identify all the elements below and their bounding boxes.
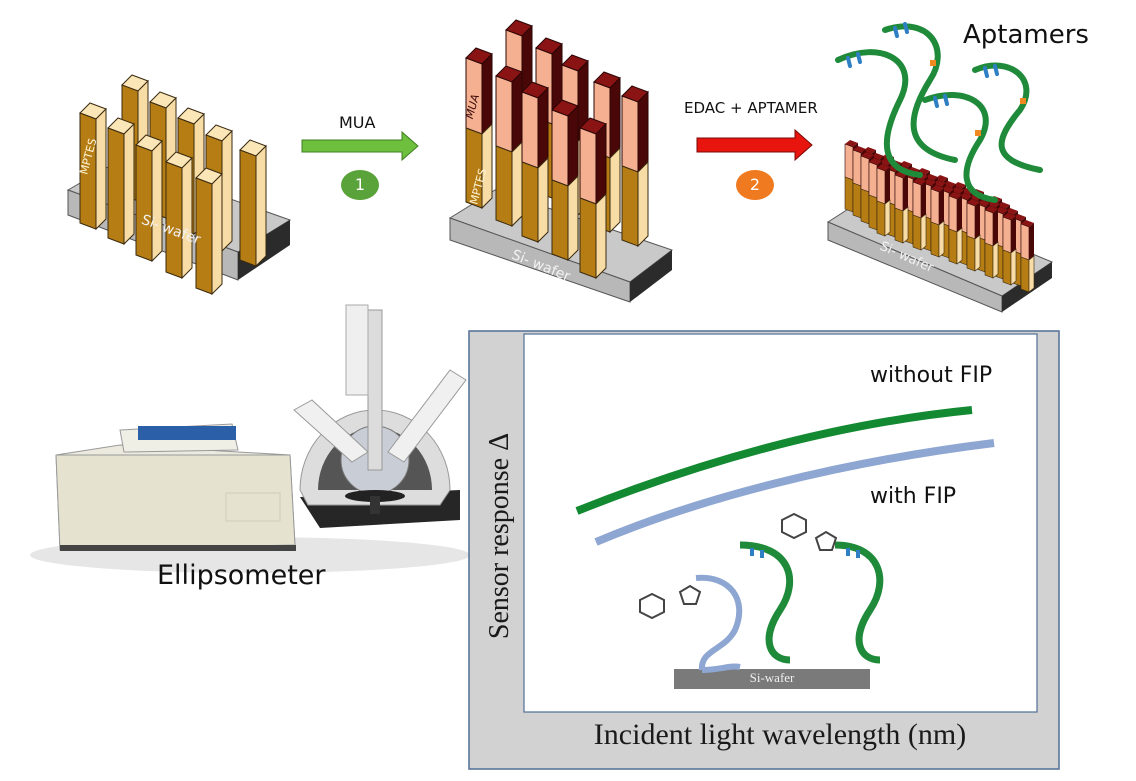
stage3-pillar [1002, 212, 1017, 286]
step2-badge: 2 [736, 170, 774, 200]
step1-badge: 1 [341, 170, 379, 200]
response-plot-panel [468, 330, 1060, 770]
stage3-pillar [948, 191, 963, 265]
stage3-pillar [1020, 219, 1035, 293]
stage3-pillar [966, 198, 981, 272]
step2-label: EDAC + APTAMER [684, 99, 818, 117]
curve-with-fip [594, 439, 995, 546]
ellipsometer-instrument [30, 304, 470, 573]
stage3-pillar [930, 184, 945, 258]
stage3-aptamers [835, 22, 1043, 203]
ellipsometer-label: Ellipsometer [157, 560, 326, 591]
plot-y-axis-label: Sensor response Δ [484, 432, 515, 640]
stage3-pillar [912, 177, 927, 251]
curve-without-fip [575, 406, 973, 515]
plot-x-axis-label: Incident light wavelength (nm) [593, 718, 967, 751]
curve-label-without-fip: without FIP [870, 363, 993, 388]
plot-si-wafer [674, 669, 870, 689]
stage3-pillar [984, 205, 999, 279]
curve-label-with-fip: with FIP [870, 484, 957, 509]
stage3-pillar [876, 163, 891, 237]
step1-arrow [301, 130, 419, 162]
aptamers-title: Aptamers [963, 20, 1089, 50]
plot-substrate-label: Si-wafer [749, 670, 795, 685]
stage3-pillar [894, 170, 909, 244]
step2-arrow [696, 128, 813, 162]
step1-label: MUA [339, 113, 376, 132]
